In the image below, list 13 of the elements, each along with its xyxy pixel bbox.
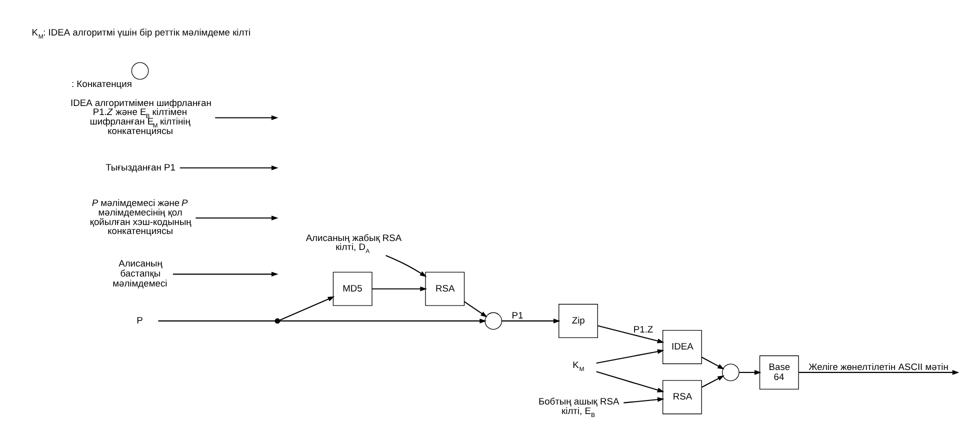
node-text: IDEA алгоритмімен шифрланған P1.Z және E$_{B}$ кілтімен шифрланған E$_{M}$ кілтінің конкатенциясы bbox=[70, 98, 211, 136]
node-text: P мәлімдемесі және P мәлімдемесінің қол қойылған хэш-кодының конкатенциясы bbox=[89, 198, 191, 236]
edge-label: P1.Z bbox=[632, 324, 653, 334]
node-text: K$_{M}$ bbox=[572, 360, 584, 374]
node-text: P bbox=[136, 315, 142, 326]
edge-label: P1 bbox=[511, 310, 523, 320]
node-text: Алисаның бастапқы мәлімдемесі bbox=[112, 258, 167, 289]
node-label: : Конкатенция bbox=[71, 78, 132, 89]
node-text: Бобтың ашық RSA кілті, E$_{B}$ bbox=[538, 396, 619, 420]
node-text: Тығызданған P1 bbox=[105, 162, 175, 172]
label: K$_{M}$: IDEA алгоритмі үшін бір реттік мәлімдеме кілті bbox=[31, 27, 250, 40]
node-text: Алисаның жабық RSA кілті, D$_{A}$ bbox=[305, 232, 402, 256]
edge-label: Желіге жөнелтілетін ASCII мәтін bbox=[808, 362, 948, 372]
